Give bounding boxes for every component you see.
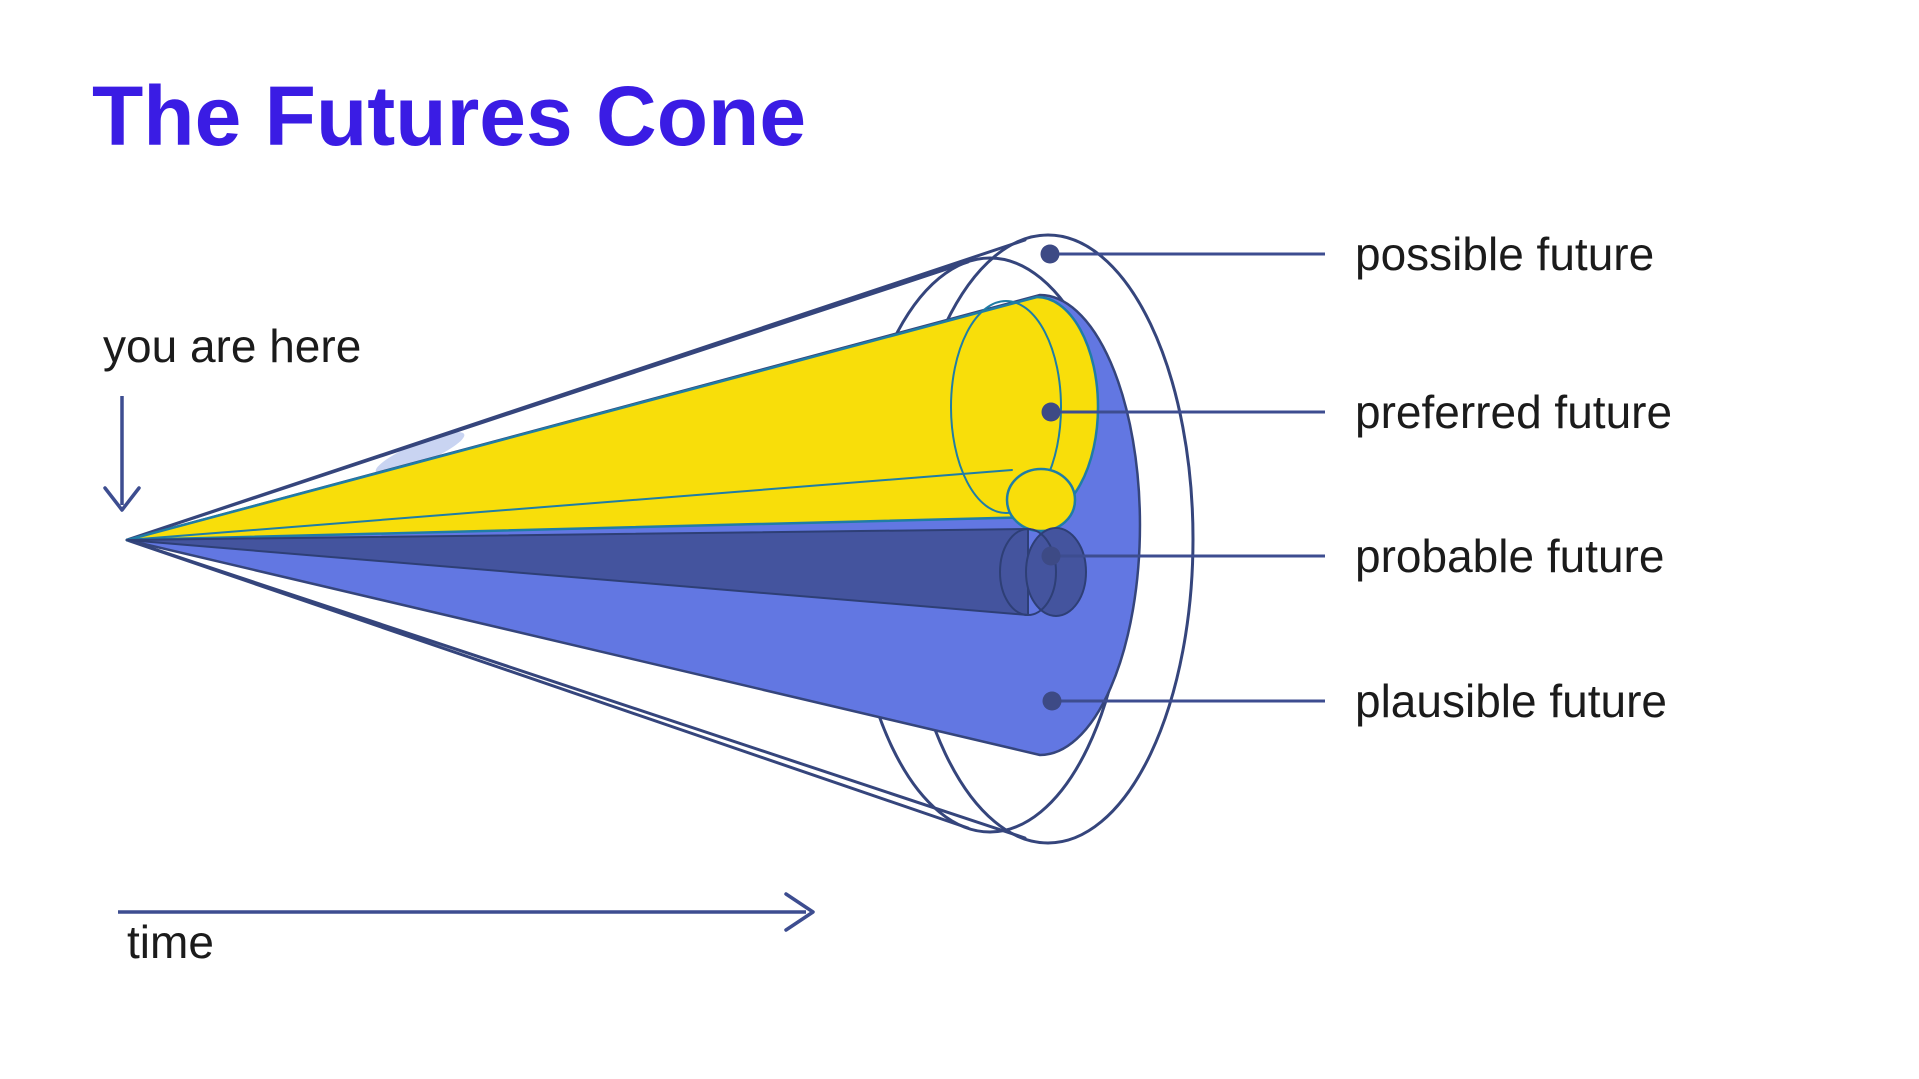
possible-cone-top-edges <box>125 238 1027 542</box>
plausible-dot <box>1042 691 1062 711</box>
label-group-preferred: preferred future <box>1041 386 1672 438</box>
preferred-ellipse-back-outline <box>950 300 1062 514</box>
preferred-cone <box>125 295 1100 542</box>
probable-cone <box>126 527 1087 617</box>
preferred-inner-edge <box>126 469 1013 541</box>
label-preferred-future: preferred future <box>1355 386 1672 438</box>
you-are-here-label: you are here <box>103 320 361 372</box>
preferred-inner-ellipse <box>1005 467 1077 533</box>
possible-dot <box>1040 244 1060 264</box>
label-group-probable: probable future <box>1041 530 1664 582</box>
label-group-possible: possible future <box>1040 228 1654 280</box>
label-possible-future: possible future <box>1355 228 1654 280</box>
you-are-here-annotation: you are here <box>103 320 361 512</box>
time-axis: time <box>118 892 815 968</box>
page-title: The Futures Cone <box>92 69 806 163</box>
cone-highlight-sliver <box>375 432 465 474</box>
time-label: time <box>127 916 214 968</box>
label-group-plausible: plausible future <box>1042 675 1667 727</box>
possible-cone-bottom-edges <box>125 538 1027 840</box>
probable-dot <box>1041 546 1061 566</box>
label-plausible-future: plausible future <box>1355 675 1667 727</box>
preferred-dot <box>1041 402 1061 422</box>
right-arrow-icon <box>784 892 815 932</box>
label-probable-future: probable future <box>1355 530 1664 582</box>
down-arrow-icon <box>103 486 141 512</box>
probable-rim-ellipse-outline <box>999 528 1057 616</box>
